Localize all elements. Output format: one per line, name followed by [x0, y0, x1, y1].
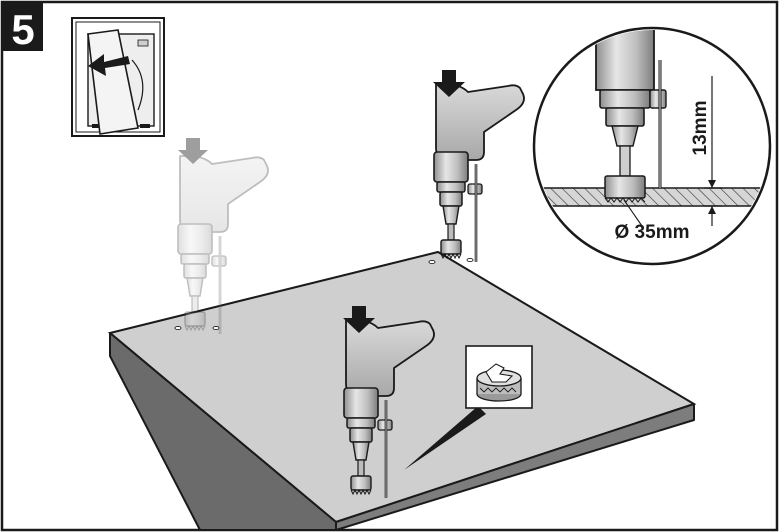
- step-number: 5: [11, 6, 34, 53]
- diameter-label: Ø 35mm: [615, 222, 690, 243]
- diameter-dimension: Ø 35mm: [615, 199, 690, 243]
- worktop-board: [107, 250, 697, 531]
- back-down-arrow-icon: [433, 70, 465, 97]
- crown-bit-icon: [476, 363, 522, 402]
- ghost-down-arrow-icon: [178, 138, 208, 164]
- open-door-thumbnail: [71, 17, 165, 137]
- crown-bit-inset: [404, 345, 533, 470]
- open-arrow-icon: [88, 54, 130, 76]
- front-down-arrow-icon: [343, 306, 375, 333]
- depth-dimension: 13mm: [690, 76, 722, 226]
- depth-label: 13mm: [690, 101, 711, 156]
- step-badge: 5: [3, 3, 43, 53]
- drilling-detail-circle: 13mm Ø 35mm: [532, 26, 772, 266]
